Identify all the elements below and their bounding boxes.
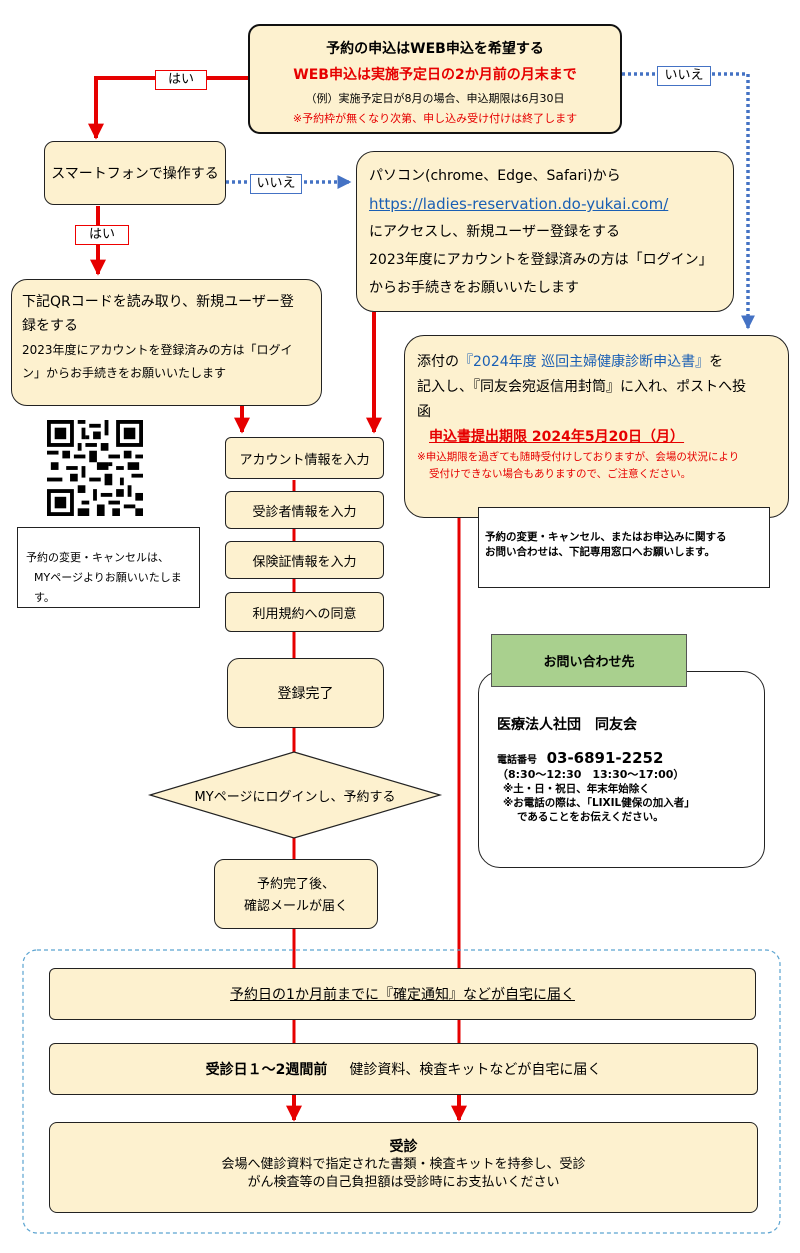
mail-line2: 記入し、『同友会宛返信用封筒』に入れ、ポストへ投	[417, 379, 747, 395]
mypage-note-box: 予約の変更・キャンセルは、 MYページよりお願いいたします。	[17, 527, 200, 608]
reserve-diamond-label: MYページにログインし、予約する	[194, 789, 396, 805]
mypage-note-line2: MYページよりお願いいたします。	[34, 571, 182, 604]
bottom-dashed-frame	[22, 949, 781, 1234]
pc-url-link[interactable]: https://ladies-reservation.do-yukai.com/	[369, 195, 669, 213]
step-insurance-info: 保険証情報を入力	[225, 541, 384, 579]
examination-line1: 会場へ健診資料で指定された書類・検査キットを持参し、受診	[221, 1157, 586, 1172]
step-insurance-info-label: 保険証情報を入力	[252, 554, 357, 570]
confirm-mail-line2: 確認メールが届く	[243, 899, 348, 914]
exam-kit-box: 受診日１～2週間前 健診資料、検査キットなどが自宅に届く	[49, 1043, 758, 1095]
mail-line1-suffix: を	[709, 354, 724, 370]
mail-line1: 添付の『2024年度 巡回主婦健康診断申込書』を	[417, 350, 788, 375]
web-application-title: 予約の申込はWEB申込を希望する	[326, 41, 544, 57]
reserve-diamond	[147, 751, 443, 839]
qr-code-icon[interactable]	[47, 420, 143, 516]
step-account-info-label: アカウント情報を入力	[239, 452, 370, 468]
pc-line5: からお手続きをお願いいたします	[369, 280, 579, 296]
web-application-note: ※予約枠が無くなり次第、申し込み受け付けは終了します	[292, 112, 578, 125]
exam-kit-text: 受診日１～2週間前 健診資料、検査キットなどが自宅に届く	[206, 1059, 602, 1079]
contact-note3: であることをお伝えください。	[517, 811, 664, 823]
contact-phone-row: 電話番号 03-6891-2252	[497, 748, 764, 767]
mail-application-box: 添付の『2024年度 巡回主婦健康診断申込書』を 記入し、『同友会宛返信用封筒』…	[404, 335, 789, 518]
qr-instruction-box: 下記QRコードを読み取り、新規ユーザー登 録をする 2023年度にアカウントを登…	[11, 279, 322, 406]
pc-box: パソコン(chrome、Edge、Safari)から https://ladie…	[356, 151, 734, 312]
pc-line4: 2023年度にアカウントを登録済みの方は「ログイン」	[369, 252, 713, 268]
mail-form-title: 『2024年度 巡回主婦健康診断申込書』	[459, 354, 710, 370]
qr-line2: 録をする	[22, 318, 78, 334]
exam-kit-timing: 受診日１～2週間前	[205, 1062, 328, 1078]
contact-hours: （8:30～12:30 13:30～17:00）	[497, 768, 685, 781]
confirm-mail-line1: 予約完了後、	[256, 877, 335, 892]
contact-header: お問い合わせ先	[491, 634, 687, 687]
contact-note2: ※お電話の際は、「LIXIL健保の加入者」	[503, 797, 695, 809]
confirm-mail-box: 予約完了後、 確認メールが届く	[214, 859, 378, 929]
pc-line1: パソコン(chrome、Edge、Safari)から	[369, 168, 621, 184]
web-application-deadline: WEB申込は実施予定日の2か月前の月末まで	[293, 67, 577, 83]
exam-kit-description: 健診資料、検査キットなどが自宅に届く	[349, 1062, 602, 1078]
registration-complete-label: 登録完了	[277, 686, 334, 702]
contact-note1: ※土・日・祝日、年末年始除く	[503, 783, 650, 795]
step-patient-info: 受診者情報を入力	[225, 491, 384, 529]
step-patient-info-label: 受診者情報を入力	[252, 504, 357, 520]
change-note-line1: 予約の変更・キャンセル、またはお申込みに関する	[485, 531, 727, 543]
step-terms-agreement-label: 利用規約への同意	[252, 606, 357, 622]
label-no-top: いいえ	[657, 66, 711, 86]
contact-org: 医療法人社団 同友会	[497, 717, 637, 733]
change-cancel-note-box: 予約の変更・キャンセル、またはお申込みに関する お問い合わせは、下記専用窓口へお…	[478, 507, 770, 588]
change-note-line2: お問い合わせは、下記専用窓口へお願いします。	[485, 546, 715, 558]
web-application-example: （例）実施予定日が8月の場合、申込期限は6月30日	[305, 92, 565, 105]
qr-line3: 2023年度にアカウントを登録済みの方は「ログイ	[22, 343, 293, 357]
mail-note2: 受付けできない場合もありますので、ご注意ください。	[429, 468, 692, 480]
registration-complete-box: 登録完了	[227, 658, 384, 728]
step-account-info: アカウント情報を入力	[225, 437, 384, 479]
mail-note1: ※申込期限を過ぎても随時受付けしておりますが、会場の状況により	[417, 451, 740, 463]
web-application-box: 予約の申込はWEB申込を希望する WEB申込は実施予定日の2か月前の月末まで （…	[248, 24, 622, 134]
mypage-note-line1: 予約の変更・キャンセルは、	[26, 551, 169, 564]
label-no-smartphone: いいえ	[250, 174, 302, 194]
examination-box: 受診 会場へ健診資料で指定された書類・検査キットを持参し、受診 がん検査等の自己…	[49, 1122, 758, 1213]
reserve-diamond-text: MYページにログインし、予約する	[170, 782, 420, 808]
examination-title: 受診	[389, 1139, 418, 1155]
contact-phone-label: 電話番号	[497, 755, 537, 766]
contact-phone-number[interactable]: 03-6891-2252	[546, 749, 664, 767]
mail-line3: 函	[417, 404, 431, 420]
contact-header-label: お問い合わせ先	[543, 655, 635, 670]
smartphone-label: スマートフォンで操作する	[51, 166, 219, 182]
step-terms-agreement: 利用規約への同意	[225, 592, 384, 632]
label-yes-smartphone: はい	[75, 225, 129, 245]
confirmation-notice-box: 予約日の1か月前までに『確定通知』などが自宅に届く	[49, 968, 756, 1020]
examination-line2: がん検査等の自己負担額は受診時にお支払いください	[247, 1175, 560, 1190]
contact-box: 医療法人社団 同友会 電話番号 03-6891-2252 （8:30～12:30…	[478, 671, 765, 868]
qr-line1: 下記QRコードを読み取り、新規ユーザー登	[22, 294, 294, 310]
smartphone-box: スマートフォンで操作する	[44, 141, 226, 205]
confirmation-notice-label: 予約日の1か月前までに『確定通知』などが自宅に届く	[230, 987, 575, 1003]
mail-deadline: 申込書提出期限 2024年5月20日（月）	[429, 429, 685, 445]
label-yes-top: はい	[155, 70, 207, 90]
pc-line3: にアクセスし、新規ユーザー登録をする	[369, 224, 621, 240]
mail-line1-prefix: 添付の	[417, 354, 459, 370]
qr-line4: ン」からお手続きをお願いいたします	[22, 366, 227, 380]
